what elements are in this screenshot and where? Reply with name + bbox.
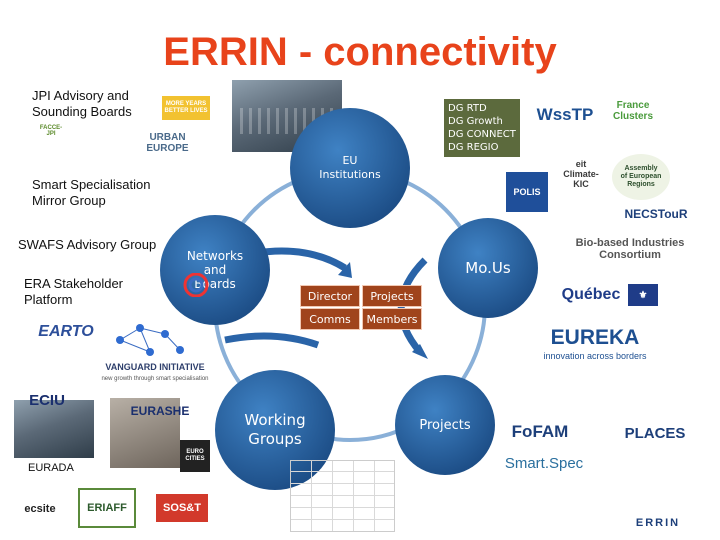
node-mous: Mo.Us [438, 218, 538, 318]
label-jpi-advisory: JPI Advisory and Sounding Boards [32, 88, 132, 119]
label-eurada: EURADA [28, 462, 74, 474]
box-projects: Projects [362, 285, 422, 307]
smartspec-logo: Smart.Spec [504, 454, 584, 472]
label-smart-specialisation: Smart Specialisation Mirror Group [32, 177, 151, 208]
bio-based-industries-logo: Bio-based Industries Consortium [575, 237, 685, 261]
wsstp-logo: WssTP [536, 105, 594, 124]
dg-item: DG REGIO [448, 142, 499, 153]
eriaff-logo: ERIAFF [78, 488, 136, 528]
label-swafs: SWAFS Advisory Group [18, 237, 157, 252]
earto-logo: EARTO [38, 323, 94, 340]
era-logo-mark [180, 272, 212, 298]
ecsite-logo: ecsite [24, 503, 56, 515]
box-members: Members [362, 308, 422, 330]
working-groups-table-thumbnail [290, 460, 395, 532]
node-projects: Projects [395, 375, 495, 475]
dg-list: DG RTD DG Growth DG CONNECT DG REGIO [444, 99, 520, 157]
sost-logo: SOS&T [156, 494, 208, 522]
aer-logo: Assembly of European Regions [612, 154, 670, 200]
errin-footer-logo: ERRIN [635, 517, 681, 529]
dg-item: DG CONNECT [448, 129, 516, 140]
node-eu-institutions: EU Institutions [290, 108, 410, 228]
signing-photo [14, 400, 94, 458]
eureka-logo: EUREKA [550, 326, 640, 349]
polis-logo: POLIS [506, 172, 548, 212]
vanguard-logo: VANGUARD INITIATIVE [105, 362, 205, 372]
france-clusters-logo: France Clusters [612, 100, 653, 122]
dg-item: DG RTD [448, 103, 487, 114]
label-era-stakeholder: ERA Stakeholder Platform [24, 276, 124, 307]
places-logo: PLACES [624, 424, 686, 442]
page-title: ERRIN - connectivity [163, 30, 557, 74]
eurocities-logo: EURO CITIES [180, 440, 210, 472]
quebec-flag-icon: ⚜ [628, 284, 658, 306]
urban-europe-logo: URBAN EUROPE [146, 133, 189, 153]
eciu-logo: ECIU [29, 391, 65, 409]
facce-logo: FACCE-JPI [39, 125, 63, 137]
vanguard-network-icon [116, 324, 184, 356]
era-swirl-icon [183, 273, 209, 297]
quebec-logo: Québec [561, 286, 621, 303]
eurashe-logo: EURASHE [130, 404, 190, 418]
dg-item: DG Growth [448, 116, 503, 127]
more-years-logo: MORE YEARS BETTER LIVES [162, 96, 210, 120]
necstour-logo: NECSTouR [624, 207, 688, 221]
box-director: Director [300, 285, 360, 307]
box-comms: Comms [300, 308, 360, 330]
vanguard-tagline: new growth through smart specialisation [101, 376, 209, 382]
eit-climate-kic-logo: eit Climate-KIC [563, 159, 599, 189]
node-networks-boards: Networks and Boards [160, 215, 270, 325]
fofam-logo: FoFAM [511, 422, 569, 441]
speaker-photo [110, 398, 180, 468]
eureka-tagline: innovation across borders [543, 351, 647, 361]
